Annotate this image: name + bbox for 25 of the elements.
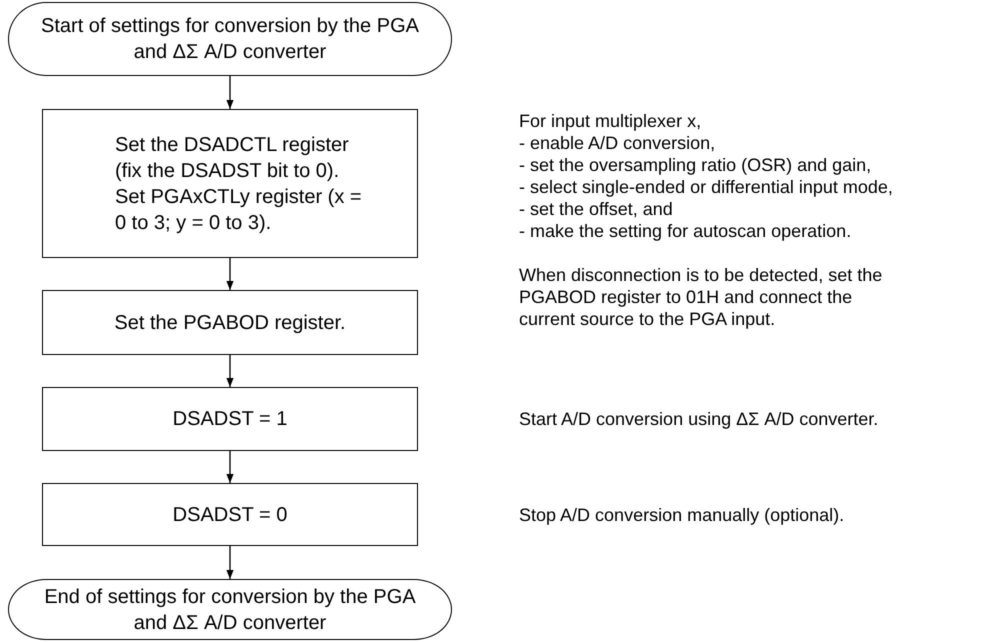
step-note: - set the oversampling ratio (OSR) and gain, — [519, 154, 872, 176]
arrow — [226, 76, 234, 109]
step-note: Start A/D conversion using ΔΣ A/D converter. — [519, 408, 880, 430]
node-text: End of settings for conversion by the PGA and ΔΣ A/D converter — [43, 584, 417, 636]
step-note: When disconnection is to be detected, set the PGABOD register to 01H and connect the current source to the PGA input. — [519, 264, 884, 330]
node-text: DSADST = 0 — [172, 502, 288, 528]
process-box — [42, 290, 418, 355]
arrow — [226, 355, 234, 387]
step-note: - set the offset, and — [519, 198, 674, 220]
step-note: - select single-ended or differential input mode, — [519, 176, 894, 198]
node-text: DSADST = 1 — [172, 407, 288, 432]
arrow — [226, 451, 234, 483]
node-text: Set the PGABOD register. — [114, 310, 346, 336]
process-box — [42, 483, 418, 546]
arrow — [226, 258, 234, 290]
process-box — [42, 109, 418, 258]
node-text: Set the DSADCTL register (fix the DSADST bit to 0). — [115, 132, 350, 184]
node-text: Set PGAxCTLy register (x = 0 to 3; y = 0 to 3). — [115, 184, 363, 236]
step-note: - make the setting for autoscan operation. — [519, 220, 852, 242]
step-note: For input multiplexer x, — [519, 110, 702, 132]
step-note: - enable A/D conversion, — [519, 132, 716, 154]
node-text: Start of settings for conversion by the PGA and ΔΣ A/D converter — [40, 14, 420, 65]
process-box — [42, 387, 418, 451]
arrow — [226, 546, 234, 579]
step-note: Stop A/D conversion manually (optional). — [519, 504, 846, 526]
